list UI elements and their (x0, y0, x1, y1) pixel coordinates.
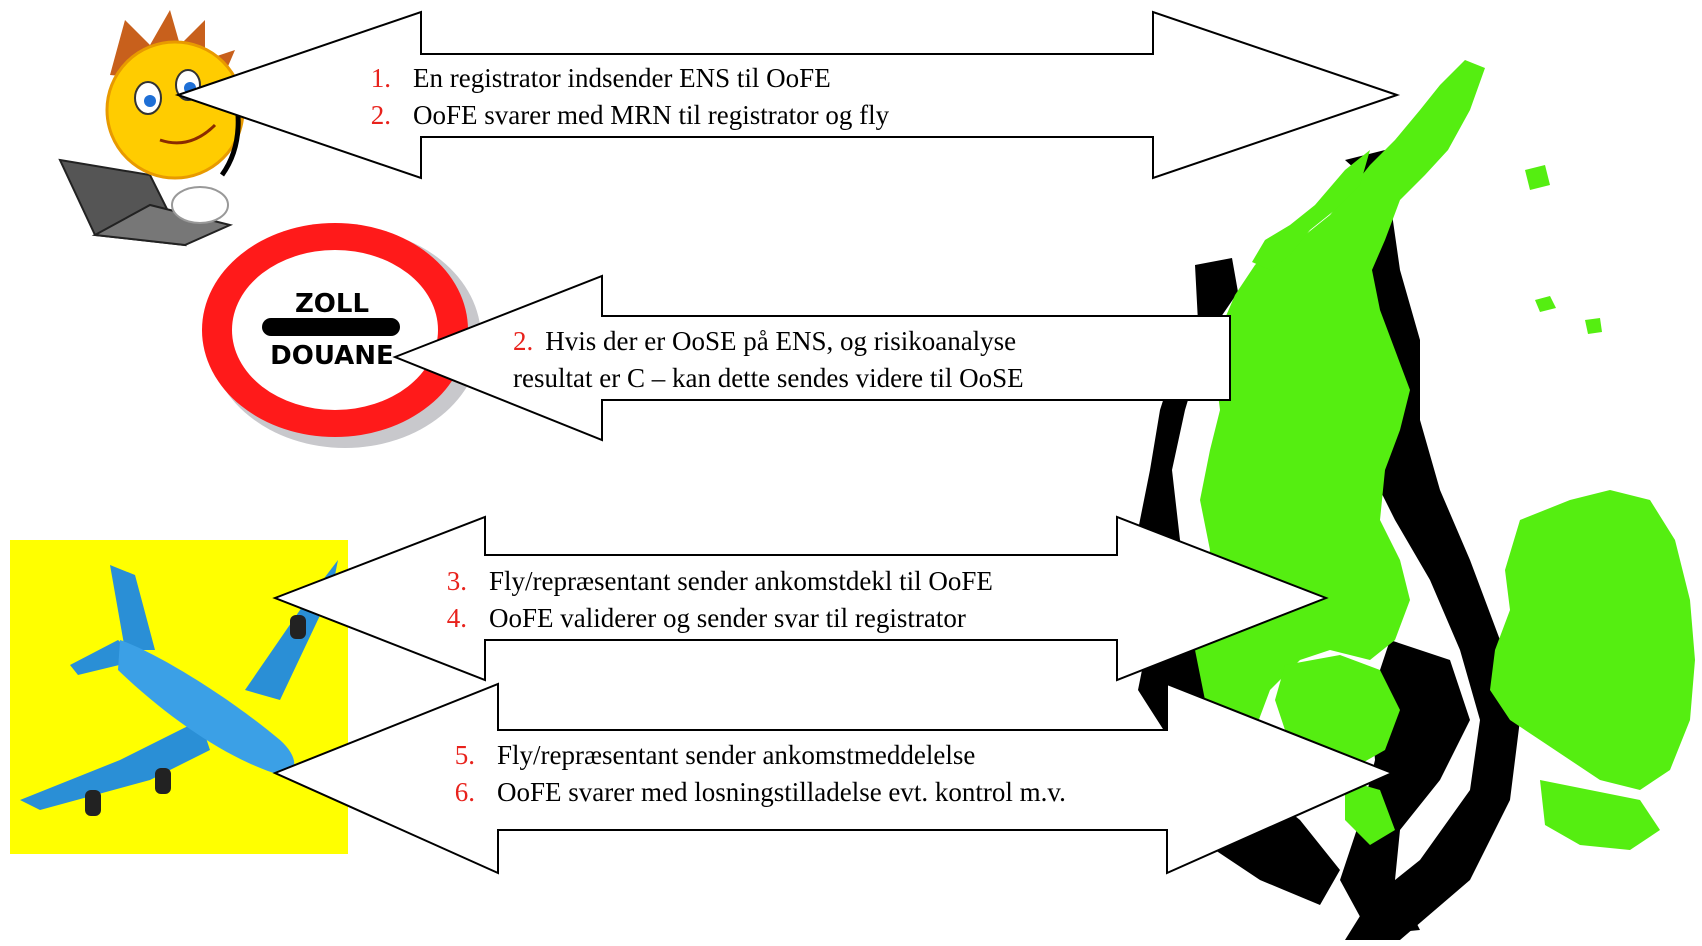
step-number: 6. (454, 777, 475, 807)
arrow-arrival-notice (272, 682, 1395, 875)
sign-bottom-word: DOUANE (270, 341, 394, 371)
arrow-registrator-exchange (174, 10, 1401, 180)
smiley-hand (171, 186, 229, 224)
map-small-island-1 (1535, 296, 1556, 312)
smiley-laptop-icon (58, 10, 245, 247)
message-line-2: resultat er C – kan dette sendes videre … (513, 360, 1024, 397)
step-text: Fly/repræsentant sender ankomstdekl til … (489, 566, 993, 596)
airplane-wing-lower (20, 720, 210, 810)
smiley-pupil-left (144, 95, 156, 107)
airplane-engine-2 (85, 790, 101, 816)
arrow-registrator-text: 1.En registrator indsender ENS til OoFE … (345, 60, 889, 134)
step-number: 2. (370, 100, 391, 130)
airplane-icon (10, 540, 348, 854)
smiley-mouth (159, 123, 217, 145)
step-text: OoFE svarer med MRN til registrator og f… (413, 100, 890, 130)
step-number: 5. (454, 740, 475, 770)
sign-bar (262, 318, 400, 336)
arrow-oose-text: 2. Hvis der er OoSE på ENS, og risikoanal… (513, 323, 1024, 397)
step-number: 2. (513, 326, 534, 356)
arrow-to-oose (392, 274, 1231, 442)
map-north-jutland (1252, 150, 1370, 270)
map-small-island-4 (1345, 780, 1395, 845)
arrow-arrival-declaration (272, 515, 1329, 682)
step-text: Fly/repræsentant sender ankomstmeddelels… (497, 740, 976, 770)
airplane-tail (110, 565, 155, 650)
step-text: Hvis der er OoSE på ENS, og risikoanalys… (545, 326, 1017, 356)
message-line-1: 1. En registrator indsender ENS til OoFE (345, 60, 889, 97)
airplane-engine-3 (290, 615, 306, 639)
step-number: 1. (370, 63, 391, 93)
zoll-douane-sign: ZOLL DOUANE (202, 223, 481, 448)
map-small-island-3 (1585, 318, 1602, 334)
message-line-1: 2. Hvis der er OoSE på ENS, og risikoanal… (513, 323, 1024, 360)
airplane-engine-1 (155, 768, 171, 794)
airplane-fuselage (118, 640, 295, 775)
message-line-2: 2. OoFE svarer med MRN til registrator og… (345, 97, 889, 134)
map-lolland (1540, 780, 1660, 850)
message-line-2: 6. OoFE svarer med losningstilladelse evt… (429, 774, 1066, 811)
step-number: 3. (446, 566, 467, 596)
map-zealand (1490, 490, 1695, 790)
message-line-1: 5. Fly/repræsentant sender ankomstmeddele… (429, 737, 1066, 774)
laptop-base (91, 203, 234, 247)
step-number: 4. (446, 603, 467, 633)
arrow-arrival-notice-text: 5. Fly/repræsentant sender ankomstmeddele… (429, 737, 1066, 811)
message-line-1: 3. Fly/repræsentant sender ankomstdekl ti… (421, 563, 993, 600)
step-text: resultat er C – kan dette sendes videre … (513, 363, 1024, 393)
sign-top-word: ZOLL (295, 289, 369, 319)
smiley-headset (219, 114, 241, 177)
step-text: OoFE validerer og sender svar til regist… (489, 603, 966, 633)
step-text: En registrator indsender ENS til OoFE (413, 63, 831, 93)
arrow-arrival-declaration-text: 3. Fly/repræsentant sender ankomstdekl ti… (421, 563, 993, 637)
step-text: OoFE svarer med losningstilladelse evt. … (497, 777, 1066, 807)
message-line-2: 4. OoFE validerer og sender svar til regi… (421, 600, 993, 637)
map-small-island-2 (1525, 165, 1550, 190)
